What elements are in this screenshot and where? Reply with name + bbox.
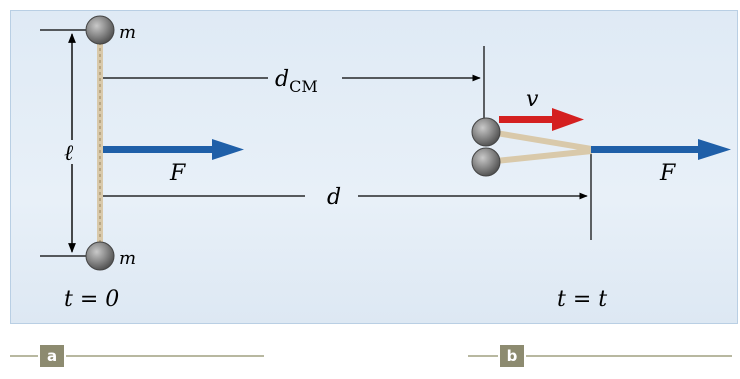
- panel-tag-a-line-right: [66, 355, 264, 357]
- time-b-label: t = t: [557, 287, 607, 312]
- mass-b-top-ball: [471, 117, 501, 147]
- rope-b-lower: [496, 148, 592, 164]
- force-arrow-b-head: [698, 139, 731, 160]
- ell-label: ℓ: [64, 141, 74, 166]
- dcm-main: d: [275, 67, 289, 92]
- rope-b-upper: [496, 130, 592, 152]
- figure-panel: [10, 10, 738, 324]
- panel-tag-b-line-right: [526, 355, 732, 357]
- mass-bottom-ball: [85, 241, 115, 271]
- force-arrow-a-head: [212, 139, 244, 160]
- panel-tag-a-line-left: [10, 355, 38, 357]
- velocity-arrow-head: [552, 108, 584, 131]
- panel-tag-b: b: [468, 345, 736, 367]
- mass-top-label: m: [119, 22, 136, 43]
- force-a-label: F: [169, 161, 186, 186]
- panel-tag-a-box: a: [40, 345, 64, 367]
- mass-top-ball: [85, 15, 115, 45]
- velocity-arrow-shaft: [499, 116, 555, 123]
- time-a-label: t = 0: [64, 287, 119, 312]
- panel-tag-a: a: [10, 345, 264, 367]
- mass-bottom-label: m: [119, 248, 136, 269]
- dcm-subscript: CM: [289, 77, 318, 96]
- force-arrow-b-shaft: [591, 146, 701, 153]
- force-arrow-a-shaft: [103, 146, 215, 153]
- mass-b-bottom-ball: [471, 147, 501, 177]
- dcm-label: dCM: [275, 67, 318, 96]
- panel-tag-b-box: b: [500, 345, 524, 367]
- d-label: d: [327, 185, 341, 210]
- force-b-label: F: [659, 161, 676, 186]
- panel-tag-b-line-left: [468, 355, 498, 357]
- velocity-label: v: [526, 87, 539, 112]
